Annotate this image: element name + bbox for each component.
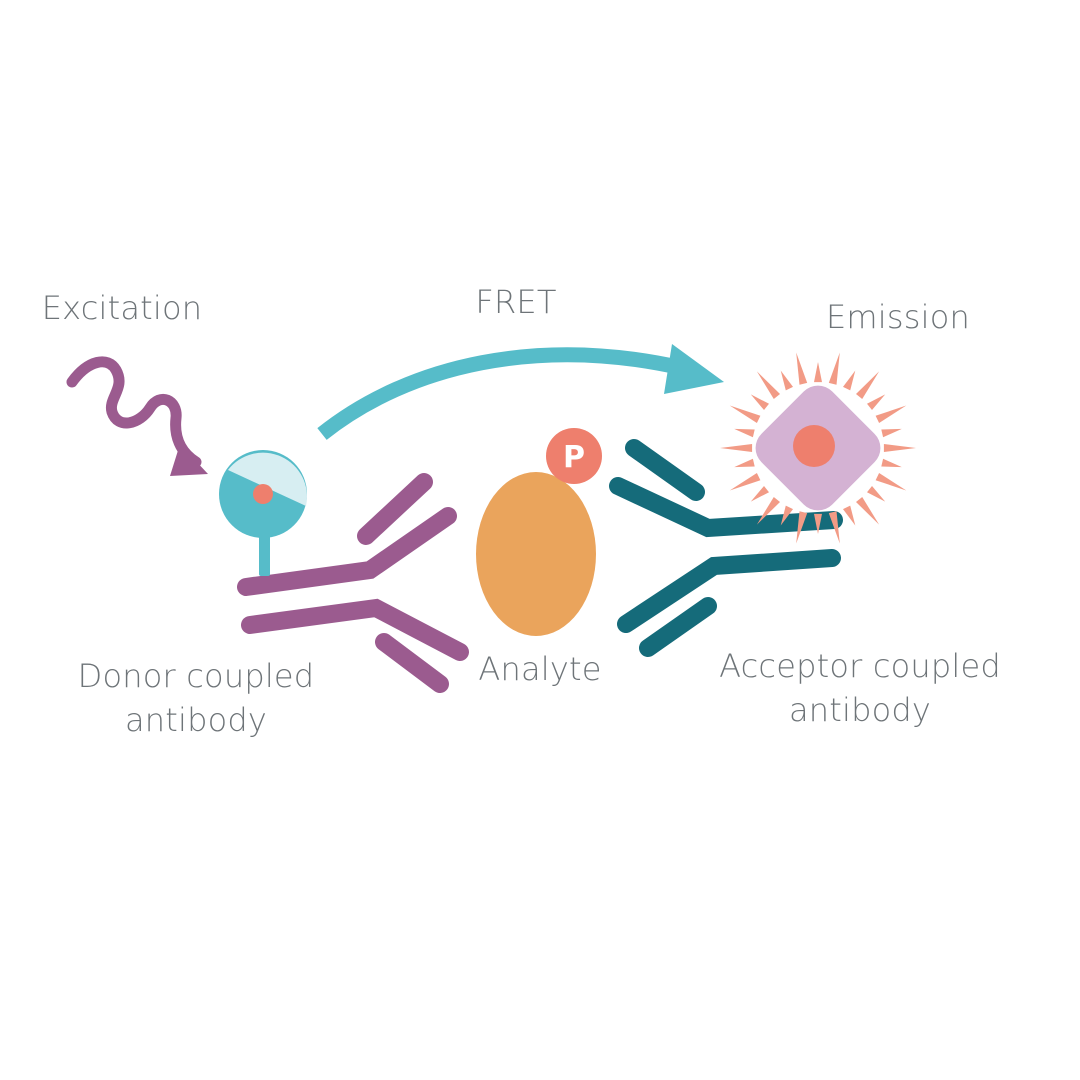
- donor-heavy-chain-lower: [241, 598, 469, 661]
- emission-ray: [720, 444, 753, 452]
- donor-light-chain-lower: [375, 633, 449, 693]
- phospho-letter: P: [563, 440, 585, 475]
- wavy-arrow-icon: [66, 356, 208, 476]
- emission-ray: [780, 505, 793, 526]
- emission-ray: [867, 394, 886, 410]
- fret-label: FRET: [475, 283, 556, 321]
- emission-ray: [828, 511, 840, 544]
- emission-ray: [750, 486, 769, 502]
- donor-label-line2: antibody: [125, 701, 267, 739]
- emission-ray: [843, 370, 856, 391]
- excitation-wave: [66, 356, 202, 468]
- analyte-body: [476, 472, 596, 636]
- starburst-icon: [720, 352, 916, 544]
- emission-ray: [814, 513, 822, 534]
- emission-ray: [756, 497, 780, 525]
- fret-arrow-shaft: [317, 347, 684, 440]
- emission-ray: [883, 444, 916, 452]
- emission-ray: [750, 394, 769, 410]
- acceptor-core: [793, 425, 835, 467]
- emission-ray: [867, 486, 886, 502]
- emission-ray: [796, 511, 808, 544]
- emission-ray: [756, 371, 780, 399]
- emission-ray: [843, 505, 856, 526]
- emission-label: Emission: [826, 298, 970, 336]
- fret-arrowhead: [664, 344, 724, 394]
- donor-core: [253, 484, 273, 504]
- emission-rays: [720, 352, 916, 544]
- acceptor-label-line2: antibody: [789, 691, 931, 729]
- donor-fluorophore-icon: [219, 450, 308, 576]
- emission-ray: [734, 458, 755, 468]
- emission-ray: [881, 458, 902, 468]
- emission-ray: [875, 405, 907, 423]
- acceptor-heavy-chain-lower: [617, 549, 841, 633]
- acceptor-label-line1: Acceptor coupled: [719, 647, 1001, 685]
- emission-ray: [729, 405, 761, 423]
- phospho-badge: [546, 428, 602, 484]
- acceptor-heavy-chain-upper: [609, 477, 843, 538]
- donor-label-line1: Donor coupled: [78, 657, 315, 695]
- emission-ray: [734, 428, 755, 438]
- emission-ray: [796, 352, 808, 385]
- emission-ray: [729, 473, 761, 491]
- donor-light-chain-upper: [357, 473, 433, 545]
- analyte-icon: P: [476, 428, 602, 636]
- excitation-label: Excitation: [42, 289, 203, 327]
- emission-ray: [856, 497, 880, 525]
- donor-antibody: [237, 473, 469, 693]
- acceptor-light-chain-upper: [625, 439, 705, 501]
- curved-arrow-icon: [317, 344, 724, 440]
- emission-ray: [828, 352, 840, 385]
- analyte-label: Analyte: [478, 650, 601, 688]
- donor-bulb-highlight: [228, 452, 308, 506]
- donor-heavy-chain-upper: [237, 507, 457, 596]
- acceptor-antibody: [609, 439, 843, 657]
- emission-ray: [814, 362, 822, 383]
- emission-ray: [875, 473, 907, 491]
- emission-ray: [780, 370, 793, 391]
- emission-ray: [856, 371, 880, 399]
- emission-ray: [881, 428, 902, 438]
- acceptor-light-chain-lower: [639, 597, 717, 657]
- excitation-arrowhead: [170, 444, 208, 476]
